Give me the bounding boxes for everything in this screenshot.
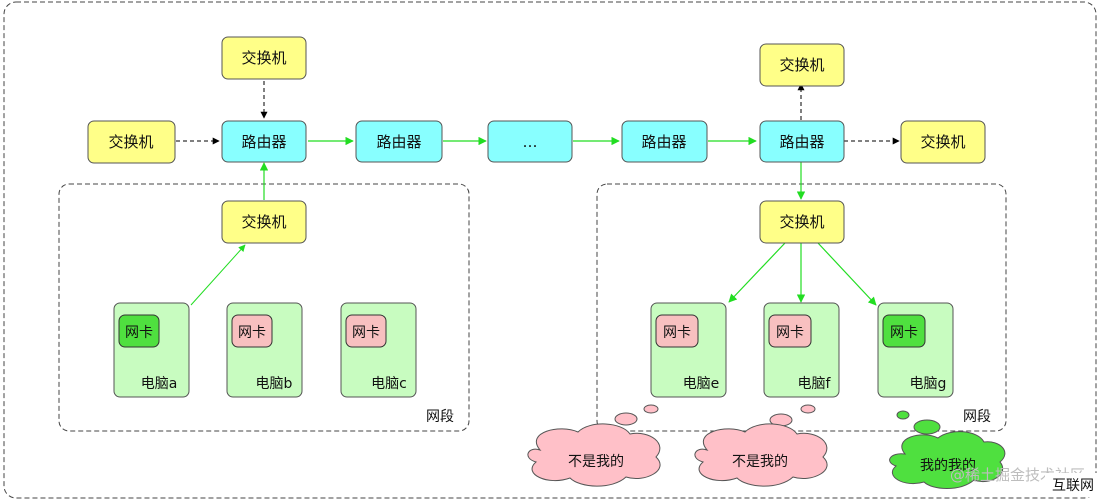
computer-label: 电脑g [910, 376, 947, 392]
switch-label: 交换机 [779, 213, 824, 231]
nic-label: 网卡 [125, 325, 153, 341]
switch-mid-right: 交换机 [759, 200, 845, 244]
switch-top-right: 交换机 [759, 43, 845, 87]
switch-right: 交换机 [900, 120, 986, 164]
switch-label: 交换机 [779, 56, 824, 74]
nic-c [345, 314, 387, 348]
router-label: 路由器 [641, 133, 686, 151]
computer-label: 电脑a [141, 376, 178, 392]
nic-a-active [118, 314, 160, 348]
switch-top-left: 交换机 [221, 36, 307, 80]
thought-cloud-f: 不是我的 [694, 404, 828, 487]
computer-g: 网卡 电脑g [877, 302, 954, 398]
computer-label: 电脑c [371, 376, 407, 392]
computer-c: 网卡 电脑c [340, 302, 417, 398]
thought-cloud-e: 不是我的 [527, 404, 661, 487]
router-2: 路由器 [355, 120, 443, 163]
switch-label: 交换机 [920, 133, 965, 151]
nic-label: 网卡 [890, 325, 918, 341]
nic-f [768, 314, 812, 348]
nic-g-active [882, 314, 926, 348]
computer-a: 网卡 电脑a [113, 302, 190, 398]
internet-boundary [3, 1, 1097, 499]
computer-b: 网卡 电脑b [226, 302, 303, 398]
nic-b [231, 314, 273, 348]
router-label: 路由器 [241, 133, 286, 151]
router-5: 路由器 [759, 120, 845, 163]
computer-label: 电脑f [798, 376, 832, 392]
router-label: 路由器 [779, 133, 824, 151]
computer-f: 网卡 电脑f [763, 302, 840, 398]
nic-label: 网卡 [238, 325, 266, 341]
computer-label: 电脑e [683, 376, 720, 392]
internet-label-bg [1045, 473, 1097, 497]
link-switch-to-pc-e [728, 242, 786, 303]
nic-label: 网卡 [663, 325, 691, 341]
link-pc-a-to-switch [190, 244, 246, 306]
router-1: 路由器 [221, 120, 307, 163]
thought-text: 不是我的 [568, 454, 624, 470]
thought-cloud-g: 我的我的 [889, 410, 1006, 489]
ellipsis-label: … [523, 133, 538, 151]
nic-label: 网卡 [776, 325, 804, 341]
segment-right-label: 网段 [963, 409, 991, 425]
internet-label: 互联网 [1052, 478, 1094, 494]
segment-left-label: 网段 [426, 409, 454, 425]
switch-mid-left: 交换机 [221, 200, 307, 244]
switch-left: 交换机 [87, 120, 176, 164]
thought-text: 不是我的 [732, 454, 788, 470]
nic-label: 网卡 [352, 325, 380, 341]
computer-e: 网卡 电脑e [650, 302, 727, 398]
router-ellipsis: … [487, 120, 573, 163]
computer-label: 电脑b [256, 376, 293, 392]
link-switch-to-pc-g [817, 242, 877, 306]
nic-e [655, 314, 699, 348]
switch-label: 交换机 [108, 133, 153, 151]
router-label: 路由器 [376, 133, 421, 151]
switch-label: 交换机 [241, 49, 286, 67]
switch-label: 交换机 [241, 213, 286, 231]
router-4: 路由器 [621, 120, 708, 163]
thought-text: 我的我的 [920, 458, 976, 474]
